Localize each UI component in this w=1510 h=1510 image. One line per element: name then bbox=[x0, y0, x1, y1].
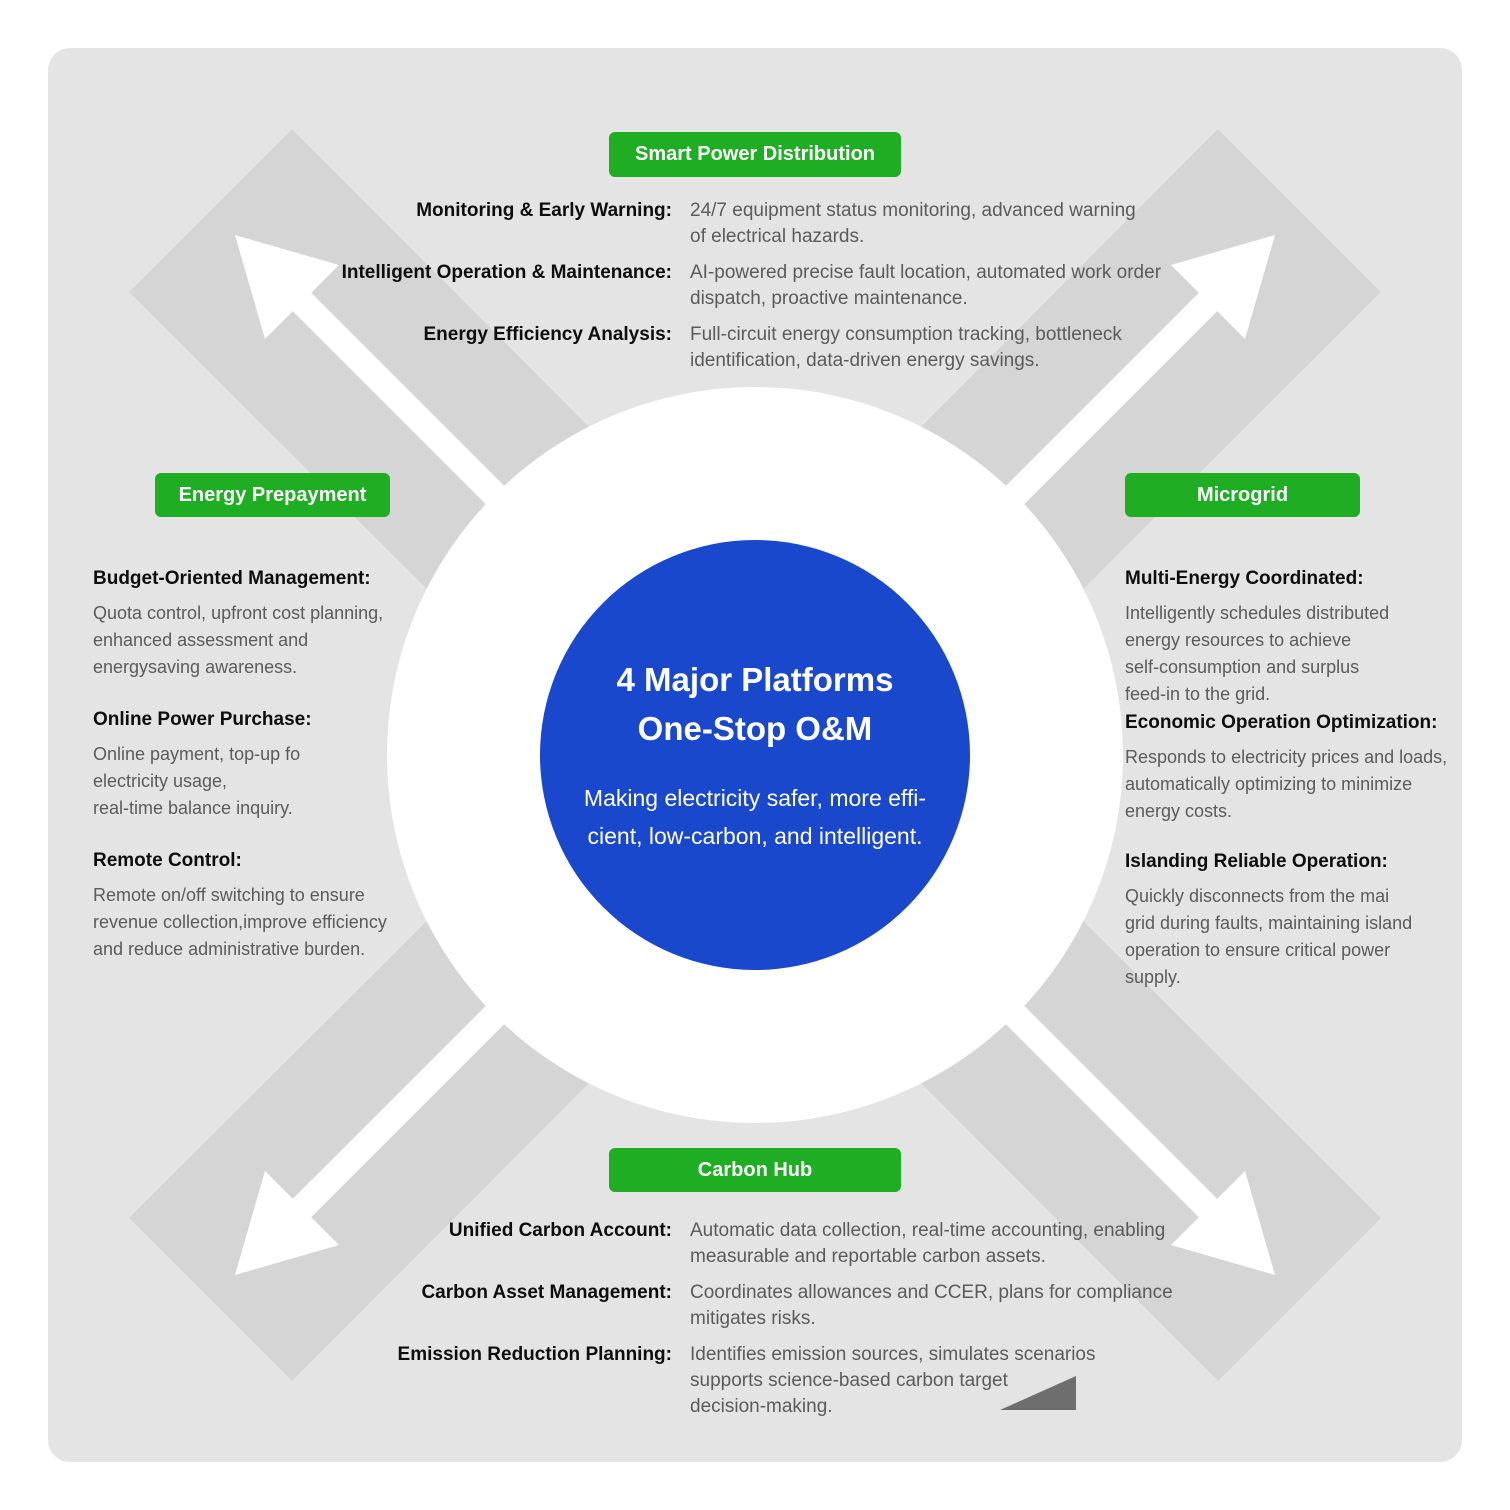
feature-label: Emission Reduction Planning: bbox=[397, 1344, 672, 1365]
feature-label: Remote Control: bbox=[93, 850, 242, 871]
feature-description: Automatic data collection, real-time acc… bbox=[690, 1220, 1166, 1267]
feature-description: Intelligently schedules distributed ener… bbox=[1125, 603, 1390, 704]
feature-label: Online Power Purchase: bbox=[93, 709, 312, 730]
feature-label: Intelligent Operation & Maintenance: bbox=[341, 262, 672, 283]
feature-description: 24/7 equipment status monitoring, advanc… bbox=[690, 200, 1136, 247]
feature-row: Carbon Asset Management: Coordinates all… bbox=[280, 1280, 1240, 1332]
feature-group: Online Power Purchase: Online payment, t… bbox=[93, 707, 433, 822]
feature-group: Budget-Oriented Management: Quota contro… bbox=[93, 566, 433, 681]
feature-description: Quota control, upfront cost planning, en… bbox=[93, 603, 384, 677]
badge-microgrid: Microgrid bbox=[1125, 473, 1360, 517]
feature-description: Responds to electricity prices and loads… bbox=[1125, 747, 1448, 821]
feature-label: Carbon Asset Management: bbox=[421, 1282, 672, 1303]
feature-group: Multi-Energy Coordinated: Intelligently … bbox=[1125, 566, 1485, 708]
feature-label: Islanding Reliable Operation: bbox=[1125, 851, 1388, 872]
feature-description: Full-circuit energy consumption tracking… bbox=[690, 324, 1122, 371]
section-microgrid: Multi-Energy Coordinated: Intelligently … bbox=[1125, 566, 1485, 991]
feature-label: Monitoring & Early Warning: bbox=[416, 200, 672, 221]
feature-description: AI-powered precise fault location, autom… bbox=[690, 262, 1162, 309]
feature-group: Remote Control: Remote on/off switching … bbox=[93, 848, 433, 963]
feature-description: Remote on/off switching to ensure revenu… bbox=[93, 885, 387, 959]
feature-label: Energy Efficiency Analysis: bbox=[423, 324, 672, 345]
badge-carbon-hub: Carbon Hub bbox=[609, 1148, 901, 1192]
section-smart-power-distribution: Monitoring & Early Warning: 24/7 equipme… bbox=[280, 198, 1240, 384]
feature-row: Emission Reduction Planning: Identifies … bbox=[280, 1342, 1240, 1420]
feature-group: Islanding Reliable Operation: Quickly di… bbox=[1125, 849, 1485, 991]
center-platform-circle: 4 Major Platforms One-Stop O&M Making el… bbox=[540, 540, 970, 970]
feature-label: Economic Operation Optimization: bbox=[1125, 712, 1438, 733]
feature-group: Economic Operation Optimization: Respond… bbox=[1125, 710, 1485, 825]
feature-label: Unified Carbon Account: bbox=[448, 1220, 672, 1241]
center-subtitle: Making electricity safer, more effi- cie… bbox=[583, 785, 927, 849]
feature-row: Energy Efficiency Analysis: Full-circuit… bbox=[280, 322, 1240, 374]
feature-description: Quickly disconnects from the mai grid du… bbox=[1125, 886, 1413, 987]
section-energy-prepayment: Budget-Oriented Management: Quota contro… bbox=[93, 566, 433, 989]
feature-row: Intelligent Operation & Maintenance: AI-… bbox=[280, 260, 1240, 312]
feature-description: Online payment, top-up fo electricity us… bbox=[93, 744, 301, 818]
feature-row: Unified Carbon Account: Automatic data c… bbox=[280, 1218, 1240, 1270]
section-carbon-hub: Unified Carbon Account: Automatic data c… bbox=[280, 1218, 1240, 1430]
feature-label: Budget-Oriented Management: bbox=[93, 568, 371, 589]
feature-description: Identifies emission sources, simulates s… bbox=[690, 1344, 1096, 1417]
badge-smart-power-distribution: Smart Power Distribution bbox=[609, 132, 901, 177]
feature-label: Multi-Energy Coordinated: bbox=[1125, 568, 1364, 589]
feature-description: Coordinates allowances and CCER, plans f… bbox=[690, 1282, 1173, 1329]
badge-energy-prepayment: Energy Prepayment bbox=[155, 473, 390, 517]
center-title: 4 Major Platforms One-Stop O&M bbox=[616, 661, 894, 747]
feature-row: Monitoring & Early Warning: 24/7 equipme… bbox=[280, 198, 1240, 250]
